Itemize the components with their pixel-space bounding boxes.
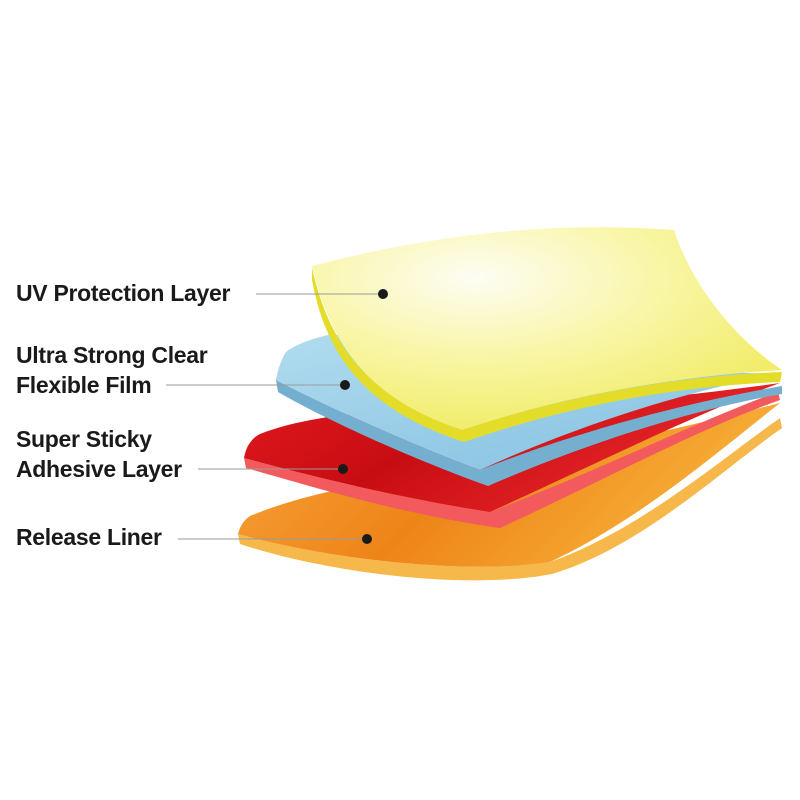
uv-pointer-dot	[378, 289, 388, 299]
liner-leader	[178, 534, 372, 544]
clear-film-label-line-2: Flexible Film	[16, 372, 152, 398]
adhesive-layer-label: Super Sticky Adhesive Layer	[16, 424, 182, 484]
uv-protection-label-line-1: UV Protection Layer	[16, 280, 231, 306]
clear-film-edge	[276, 380, 782, 486]
liner-pointer-dot	[362, 534, 372, 544]
adhesive-layer-edge	[244, 392, 780, 528]
adhesive-layer-label-line-2: Adhesive Layer	[16, 456, 182, 482]
release-liner-label-line-1: Release Liner	[16, 524, 162, 550]
release-liner-label: Release Liner	[16, 522, 162, 552]
adhesive-layer-label-line-1: Super Sticky	[16, 426, 152, 452]
clear-film-label: Ultra Strong Clear Flexible Film	[16, 340, 208, 400]
uv-layer-face	[312, 227, 782, 430]
film-leader	[166, 380, 350, 390]
release-liner-edge	[238, 418, 782, 581]
uv-layer-edge	[312, 268, 782, 442]
film-pointer-dot	[340, 380, 350, 390]
adhesive-pointer-dot	[338, 464, 348, 474]
uv-protection-label: UV Protection Layer	[16, 278, 230, 308]
uv-leader	[256, 289, 388, 299]
adhesive-leader	[198, 464, 348, 474]
clear-film-label-line-1: Ultra Strong Clear	[16, 342, 208, 368]
uv-layer-sheet	[312, 227, 782, 442]
